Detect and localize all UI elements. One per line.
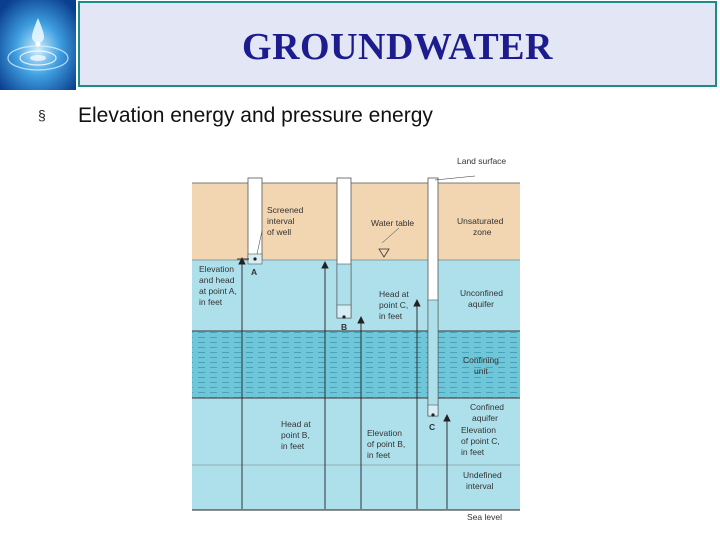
head-c-label: Head at — [379, 289, 409, 299]
elevation-c-label-2: of point C, — [461, 436, 500, 446]
point-b-marker — [342, 315, 346, 319]
confined-aquifer-label: Confined — [470, 402, 504, 412]
undefined-interval-label-2: interval — [466, 481, 494, 491]
water-drop-logo — [0, 0, 76, 90]
bullet-item: § Elevation energy and pressure energy — [0, 104, 720, 134]
point-a-label: A — [251, 267, 257, 277]
unsaturated-zone — [192, 183, 520, 260]
screened-interval-label: Screened — [267, 205, 304, 215]
elevation-c-label-3: in feet — [461, 447, 485, 457]
well-b — [336, 177, 352, 319]
land-surface-label: Land surface — [457, 156, 506, 166]
point-a-marker — [253, 257, 257, 261]
well-c — [427, 177, 439, 417]
elevation-head-a-label-3: at point A, — [199, 286, 237, 296]
head-b-label-3: in feet — [281, 441, 305, 451]
point-c-label: C — [429, 422, 435, 432]
unsaturated-zone-label: Unsaturated — [457, 216, 504, 226]
undefined-interval-label: Undefined — [463, 470, 502, 480]
well-a — [247, 177, 263, 265]
elevation-b-label-3: in feet — [367, 450, 391, 460]
water-table-icon — [378, 248, 390, 258]
groundwater-diagram: Land surface Screened interval of well W… — [185, 150, 530, 528]
elevation-head-a-label: Elevation — [199, 264, 234, 274]
elevation-head-a-label-2: and head — [199, 275, 235, 285]
elevation-c-label: Elevation — [461, 425, 496, 435]
elevation-b-label: Elevation — [367, 428, 402, 438]
head-c-label-2: point C, — [379, 300, 408, 310]
head-b-label: Head at — [281, 419, 311, 429]
header: GROUNDWATER — [0, 0, 720, 90]
screened-interval-label-2: interval — [267, 216, 295, 226]
elevation-b-label-2: of point B, — [367, 439, 405, 449]
unconfined-aquifer-label-2: aquifer — [468, 299, 494, 309]
confined-aquifer — [192, 398, 520, 465]
screened-interval-label-3: of well — [267, 227, 291, 237]
bullet-text: Elevation energy and pressure energy — [78, 104, 433, 127]
title-box: GROUNDWATER — [78, 1, 717, 87]
unconfined-aquifer-label: Unconfined — [460, 288, 503, 298]
unsaturated-zone-label-2: zone — [473, 227, 492, 237]
point-b-label: B — [341, 322, 347, 332]
water-table-label: Water table — [371, 218, 414, 228]
elevation-head-a-label-4: in feet — [199, 297, 223, 307]
confined-aquifer-label-2: aquifer — [472, 413, 498, 423]
page-title: GROUNDWATER — [242, 26, 553, 68]
point-c-marker — [431, 413, 435, 417]
unconfined-aquifer — [192, 260, 520, 331]
undefined-interval — [192, 465, 520, 510]
confining-unit-label-2: unit — [474, 366, 488, 376]
confining-unit-label: Confining — [463, 355, 499, 365]
bullet-marker: § — [38, 107, 46, 123]
head-b-label-2: point B, — [281, 430, 310, 440]
head-c-label-3: in feet — [379, 311, 403, 321]
sea-level-label: Sea level — [467, 512, 502, 522]
